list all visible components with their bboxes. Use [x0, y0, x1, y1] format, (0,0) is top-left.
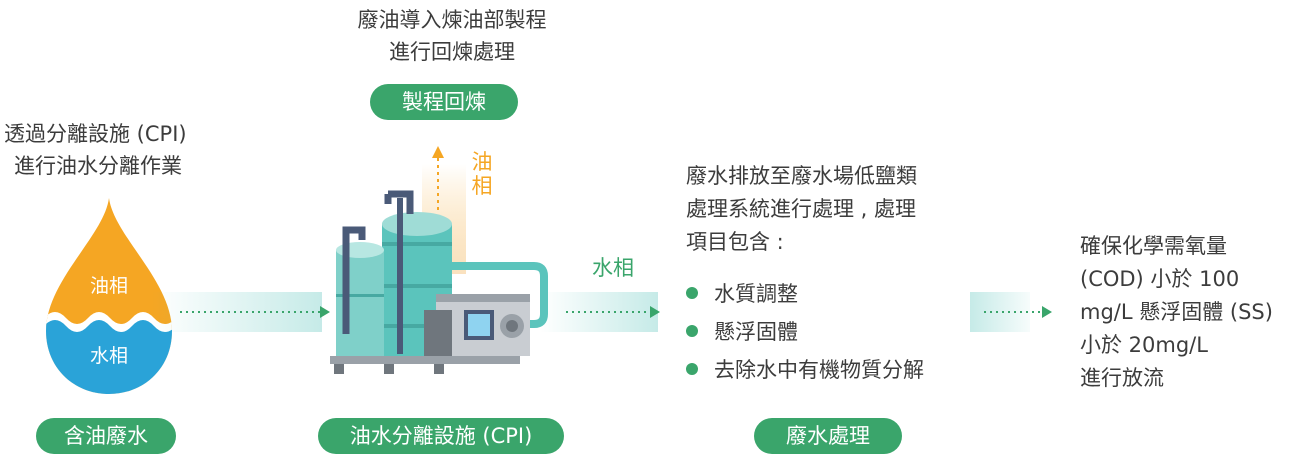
treatment-label-pill: 廢水處理: [754, 418, 902, 454]
treatment-item: 水質調整: [686, 278, 798, 308]
discharge-description-line: (COD) 小於 100: [1080, 267, 1240, 291]
discharge-description-line: 小於 20mg/L: [1080, 333, 1208, 357]
discharge-description: 確保化學需氧量 (COD) 小於 100 mg/L 懸浮固體 (SS) 小於 2…: [1080, 230, 1302, 395]
discharge-description-line: 進行放流: [1080, 366, 1164, 390]
cpi-label-pill: 油水分離設施 (CPI): [318, 418, 564, 454]
discharge-description-line: 確保化學需氧量: [1080, 234, 1227, 258]
bullet-dot-icon: [686, 363, 698, 375]
treatment-description-line: 廢水排放至廢水場低鹽類: [686, 164, 917, 188]
input-description-line: 進行油水分離作業: [14, 154, 182, 178]
treatment-item-text: 水質調整: [714, 282, 798, 306]
oil-phase-label: 油 相: [470, 150, 494, 198]
bullet-dot-icon: [686, 287, 698, 299]
recycle-description-line: 進行回煉處理: [389, 40, 515, 64]
treatment-item: 去除水中有機物質分解: [686, 354, 924, 384]
treatment-item-text: 懸浮固體: [714, 320, 798, 344]
treatment-item: 懸浮固體: [686, 316, 798, 346]
flow-arrow-icon: [970, 292, 1052, 332]
input-description: 透過分離設施 (CPI) 進行油水分離作業: [4, 118, 224, 182]
input-label-pill: 含油廢水: [36, 418, 176, 454]
oil-phase-char: 相: [471, 174, 493, 198]
bullet-dot-icon: [686, 325, 698, 337]
treatment-description-line: 項目包含 :: [686, 230, 784, 254]
flow-arrow-icon: [152, 292, 330, 332]
treatment-description-line: 處理系統進行處理 , 處理: [686, 197, 917, 221]
discharge-description-line: mg/L 懸浮固體 (SS): [1080, 300, 1273, 324]
treatment-item-text: 去除水中有機物質分解: [714, 358, 924, 382]
input-description-line: 透過分離設施 (CPI): [4, 122, 187, 146]
flow-arrow-icon: [540, 292, 660, 332]
water-phase-label: 水相: [592, 256, 634, 280]
recycle-description: 廢油導入煉油部製程 進行回煉處理: [332, 4, 572, 68]
oil-phase-char: 油: [471, 150, 493, 174]
recycle-description-line: 廢油導入煉油部製程: [357, 8, 547, 32]
cpi-machine-icon: [330, 146, 548, 374]
oil-water-drop-icon: 油相 水相: [46, 198, 172, 394]
recycle-label-pill: 製程回煉: [370, 84, 518, 120]
drop-oil-label: 油相: [90, 275, 128, 297]
drop-water-label: 水相: [90, 345, 128, 367]
treatment-description: 廢水排放至廢水場低鹽類 處理系統進行處理 , 處理 項目包含 :: [686, 160, 966, 259]
